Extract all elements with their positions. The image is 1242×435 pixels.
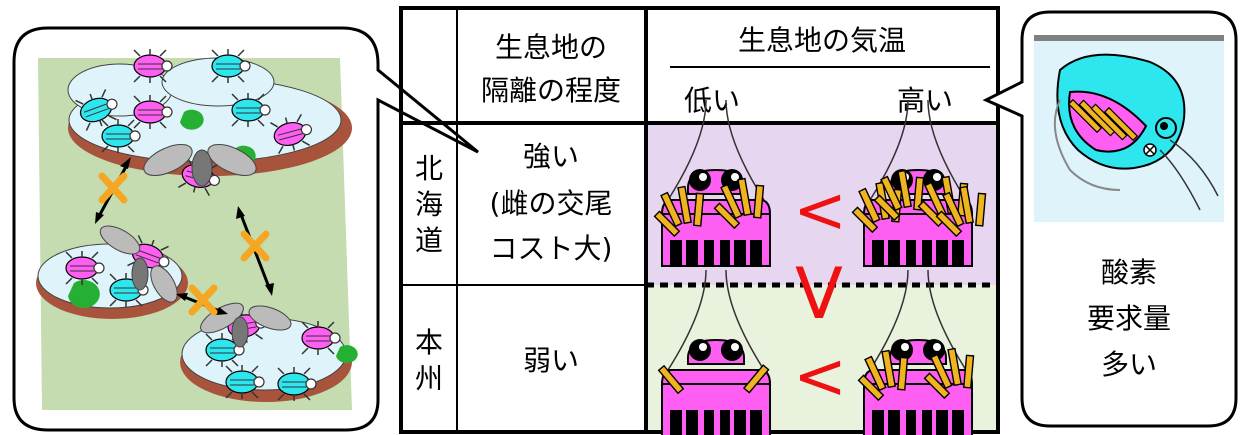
region-hokkaido-char-3: 道 <box>415 224 443 257</box>
isolation-weak: 弱い <box>523 344 579 377</box>
region-honshu-char-2: 州 <box>415 362 443 395</box>
temp-high-label: 高い <box>897 84 953 117</box>
oxygen-label-line1: 酸素 <box>1101 256 1157 289</box>
comparison-vertical-greater: V <box>795 253 843 335</box>
temp-low-label: 低い <box>684 84 740 117</box>
comparison-less-than-honshu: < <box>793 340 847 414</box>
flying-beetle-icons <box>99 144 292 348</box>
oxygen-label-line3: 多い <box>1101 348 1157 381</box>
isolation-strong: 強い <box>523 140 579 173</box>
oxygen-callout: 酸素 要求量 多い <box>982 10 1238 428</box>
header-temperature: 生息地の気温 <box>738 24 906 57</box>
oxygen-label-line2: 要求量 <box>1087 302 1171 335</box>
barrier-cross-icons <box>98 172 270 316</box>
header-isolation-line2: 隔離の程度 <box>481 74 621 107</box>
isolation-strong-note1: (雌の交尾 <box>490 187 613 220</box>
beetle-side-view-icon <box>1053 53 1219 211</box>
isolation-strong-note2: コスト大) <box>490 232 613 265</box>
comparison-table: 生息地の 隔離の程度 生息地の気温 低い 高い 北 海 道 本 州 強い (雌の… <box>399 6 1000 435</box>
pond-map-callout <box>12 26 479 432</box>
comparison-less-than-hokkaido: < <box>793 174 847 248</box>
region-honshu-char-1: 本 <box>415 326 443 359</box>
beetle-honshu-low <box>657 269 771 435</box>
region-hokkaido-char-2: 海 <box>415 188 443 221</box>
header-isolation-line1: 生息地の <box>495 31 607 64</box>
region-hokkaido-char-1: 北 <box>415 152 443 185</box>
